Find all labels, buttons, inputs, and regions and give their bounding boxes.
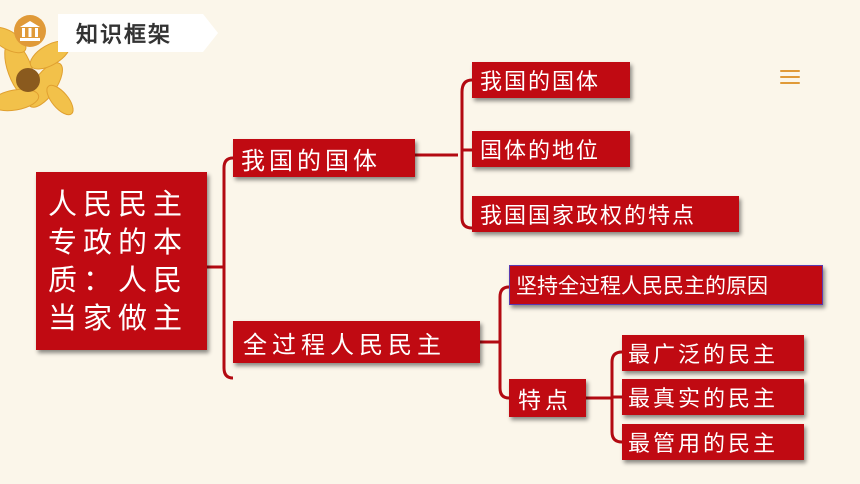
root-node: 人民民主 专政的本 质：人民 当家做主 <box>36 172 207 350</box>
branch-guoti: 我国的国体 <box>233 139 415 177</box>
root-line-2: 专政的本 <box>48 225 189 259</box>
menu-icon[interactable] <box>780 70 800 88</box>
page-title: 知识框架 <box>58 14 218 52</box>
guoti-child-2: 国体的地位 <box>472 131 630 167</box>
tedian-child-2: 最真实的民主 <box>622 379 804 415</box>
root-line-4: 当家做主 <box>48 301 189 335</box>
tedian-child-3: 最管用的民主 <box>622 424 804 460</box>
branch-guoti-label: 我国的国体 <box>241 146 381 175</box>
sunflower-decoration <box>0 26 74 116</box>
tedian-child-1: 最广泛的民主 <box>622 335 804 371</box>
guoti-child-1: 我国的国体 <box>472 62 630 98</box>
branch-quanguocheng: 全过程人民民主 <box>233 321 480 363</box>
page-title-text: 知识框架 <box>76 22 173 48</box>
reason-node: 坚持全过程人民民主的原因 <box>509 265 823 305</box>
guoti-child-3: 我国国家政权的特点 <box>472 196 739 232</box>
tedian-node: 特点 <box>509 379 586 417</box>
root-line-3: 质：人民 <box>48 263 189 297</box>
branch-quanguocheng-label: 全过程人民民主 <box>243 330 446 359</box>
root-line-1: 人民民主 <box>48 187 189 221</box>
classical-building-icon <box>14 15 46 47</box>
